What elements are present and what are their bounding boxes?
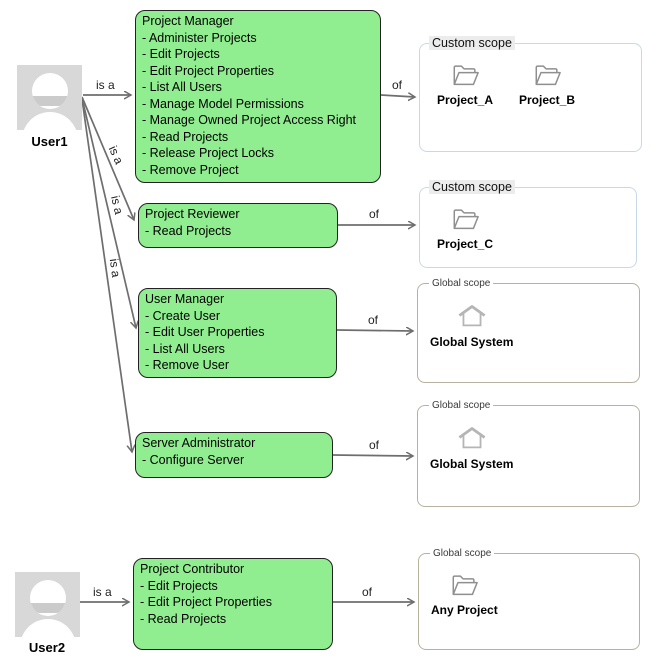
scope-global-any-project[interactable]: Global scope Any Project	[418, 548, 640, 650]
permission: - Edit User Properties	[145, 325, 265, 339]
scope-item-project-c[interactable]: Project_C	[432, 206, 498, 251]
scope-item-name: Global System	[430, 457, 514, 471]
user2-avatar[interactable]	[15, 572, 80, 637]
edge-user1-user-manager	[81, 97, 136, 328]
permission: - Read Projects	[140, 611, 227, 626]
edge-label-of: of	[392, 78, 403, 92]
role-project-reviewer[interactable]: Project Reviewer - Read Projects	[138, 203, 338, 248]
scope-item-any-project[interactable]: Any Project	[431, 572, 498, 617]
role-title: Project Reviewer	[145, 207, 240, 221]
permission: - Read Projects	[142, 129, 229, 144]
edge-label-of: of	[369, 207, 380, 221]
permission: - Edit Projects	[142, 47, 220, 61]
edge-label-of: of	[369, 438, 380, 452]
edge-server-administrator-scope	[332, 455, 413, 456]
scope-label: Global scope	[429, 400, 494, 411]
scope-label: Global scope	[430, 548, 495, 559]
scope-item-global-system[interactable]: Global System	[430, 424, 513, 471]
home-icon	[458, 427, 486, 449]
permission: - Manage Model Permissions	[142, 96, 304, 111]
folder-icon	[453, 209, 479, 230]
avatar-mouth	[31, 96, 68, 106]
permission: - List All Users	[145, 341, 225, 356]
folder-icon	[452, 575, 478, 596]
role-project-manager[interactable]: Project Manager - Administer Projects - …	[135, 10, 381, 183]
scope-global-system-1[interactable]: Global scope Global System	[417, 278, 640, 383]
scope-item-project-a[interactable]: Project_A	[432, 62, 498, 107]
avatar-shoulders	[21, 112, 78, 130]
scope-item-name: Project_B	[518, 93, 576, 107]
permission: - Configure Server	[142, 452, 245, 467]
edge-label-is-a: is a	[105, 143, 127, 167]
permission: - Create User	[145, 308, 221, 323]
role-title: Project Contributor	[140, 562, 245, 576]
permission: - Edit Projects	[140, 578, 218, 593]
edge-label-of: of	[368, 313, 379, 327]
permission: - Administer Projects	[142, 30, 257, 45]
avatar-mouth	[29, 603, 66, 613]
edge-label-is-a: is a	[106, 257, 124, 279]
permission: - List All Users	[142, 80, 222, 94]
edge-label-of: of	[362, 585, 373, 599]
scope-label: Custom scope	[429, 180, 515, 194]
permission: - Edit Project Properties	[140, 595, 272, 609]
folder-icon	[453, 65, 479, 86]
permission: - Read Projects	[145, 223, 232, 238]
permission: - Manage Owned Project Access Right	[142, 113, 356, 127]
scope-label: Custom scope	[429, 36, 515, 50]
user1-avatar[interactable]	[17, 65, 82, 130]
scope-item-global-system[interactable]: Global System	[430, 302, 513, 349]
scope-custom-project-a-b[interactable]: Custom scope Project_A Pro	[419, 36, 642, 152]
scope-item-name: Project_C	[436, 237, 494, 251]
scope-item-name: Any Project	[431, 603, 498, 617]
avatar-head	[29, 580, 66, 616]
scope-item-name: Global System	[430, 335, 514, 349]
avatar-shoulders	[19, 619, 76, 637]
edge-label-is-a: is a	[93, 585, 112, 599]
permission: - Remove Project	[142, 162, 239, 177]
permission: - Remove User	[145, 358, 230, 372]
role-server-administrator[interactable]: Server Administrator - Configure Server	[135, 432, 333, 478]
folder-icon	[535, 65, 561, 86]
edge-user-manager-scope	[336, 330, 413, 331]
edge-user1-project-reviewer	[81, 96, 134, 220]
role-title: User Manager	[145, 292, 225, 306]
role-user-manager[interactable]: User Manager - Create User - Edit User P…	[138, 288, 337, 378]
scope-custom-project-c[interactable]: Custom scope Project_C	[419, 180, 637, 268]
permission: - Release Project Locks	[142, 146, 275, 160]
scope-item-name: Project_A	[436, 93, 494, 107]
scope-label: Global scope	[429, 278, 494, 289]
role-title: Project Manager	[142, 14, 234, 28]
scope-item-project-b[interactable]: Project_B	[514, 62, 580, 107]
role-title: Server Administrator	[142, 436, 256, 450]
edge-project-manager-scope	[380, 95, 415, 97]
edge-label-is-a: is a	[108, 194, 126, 216]
user1-label: User1	[31, 134, 68, 149]
role-project-contributor[interactable]: Project Contributor - Edit Projects - Ed…	[133, 558, 333, 650]
home-icon	[458, 305, 486, 327]
user2-label: User2	[28, 640, 66, 655]
avatar-head	[31, 73, 68, 109]
scope-global-system-2[interactable]: Global scope Global System	[417, 400, 640, 507]
permission: - Edit Project Properties	[142, 63, 274, 78]
edge-label-is-a: is a	[96, 78, 115, 92]
